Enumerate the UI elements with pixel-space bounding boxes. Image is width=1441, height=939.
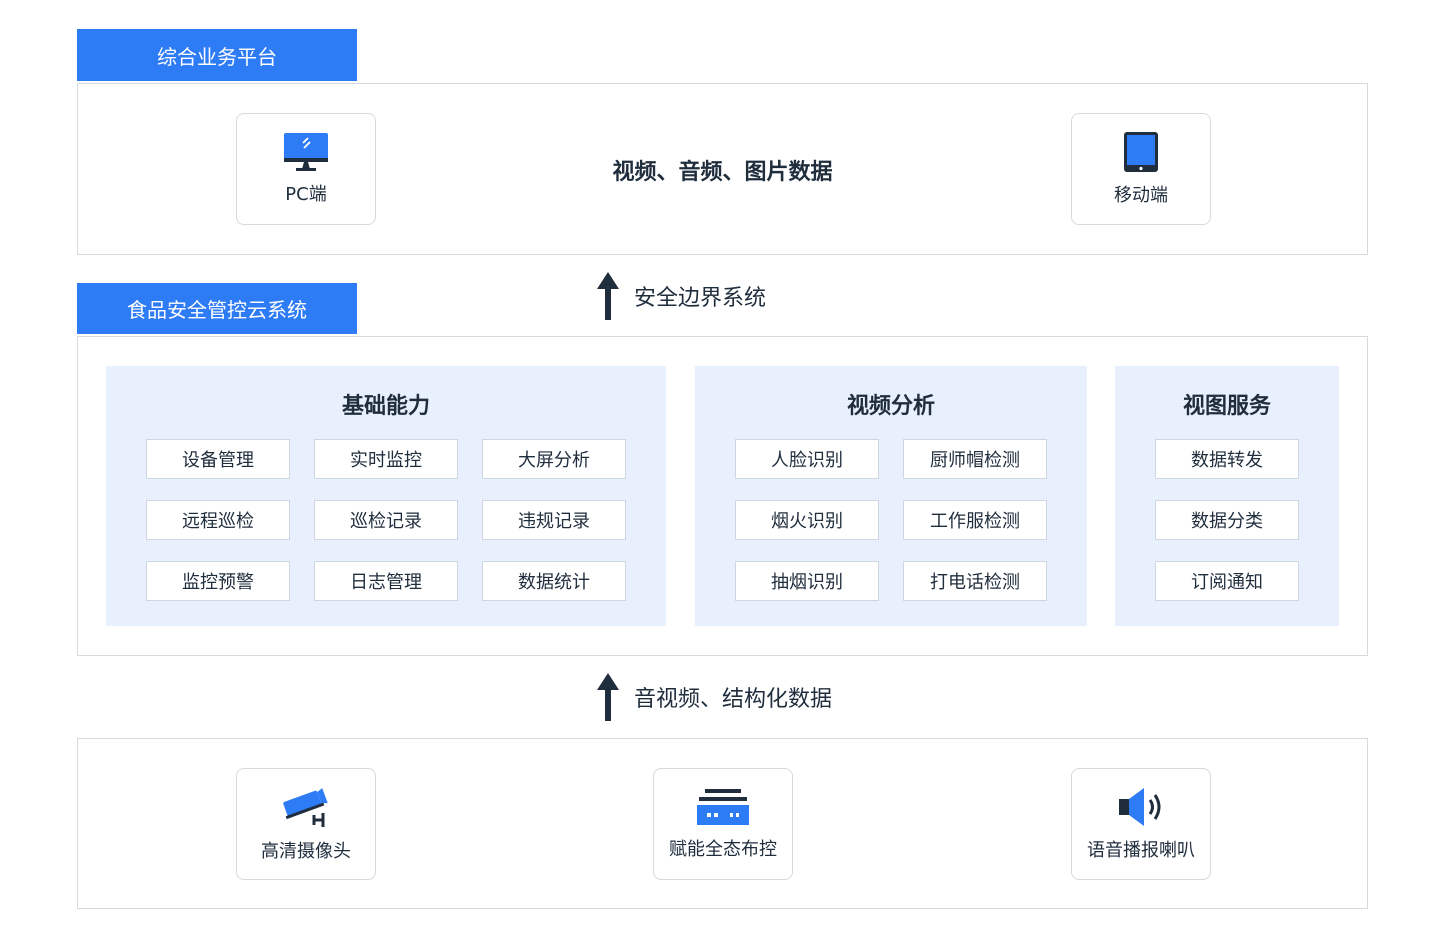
platform-tab-label: 综合业务平台 <box>157 44 277 69</box>
group-title: 基础能力 <box>341 394 430 419</box>
camera-icon <box>283 788 328 827</box>
up-arrow-icon <box>597 673 619 721</box>
capability-item: 数据转发 <box>1155 439 1299 479</box>
capability-item: 巡检记录 <box>314 500 458 540</box>
speaker-card: 语音播报喇叭 <box>1071 768 1211 880</box>
capability-item: 工作服检测 <box>903 500 1047 540</box>
capability-item: 打电话检测 <box>903 561 1047 601</box>
capability-item: 烟火识别 <box>735 500 879 540</box>
flow-label: 安全边界系统 <box>634 286 767 311</box>
platform-tab: 综合业务平台 <box>77 29 357 81</box>
edge-box-label: 赋能全态布控 <box>669 839 777 860</box>
camera-card: 高清摄像头 <box>236 768 376 880</box>
capability-item: 设备管理 <box>146 439 290 479</box>
camera-label: 高清摄像头 <box>261 841 351 862</box>
edge-box-icon <box>697 789 749 825</box>
edge-box-card: 赋能全态布控 <box>653 768 793 880</box>
device-panel: 高清摄像头 赋能全态布控 语音播报喇叭 <box>77 738 1368 909</box>
group-title: 视频分析 <box>846 394 935 419</box>
speaker-label: 语音播报喇叭 <box>1087 840 1195 861</box>
capability-item: 日志管理 <box>314 561 458 601</box>
capability-item: 远程巡检 <box>146 500 290 540</box>
pc-card: PC端 <box>236 113 376 225</box>
capability-item: 抽烟识别 <box>735 561 879 601</box>
capability-item: 订阅通知 <box>1155 561 1299 601</box>
capability-item: 数据分类 <box>1155 500 1299 540</box>
capability-item: 人脸识别 <box>735 439 879 479</box>
data-types-text: 视频、音频、图片数据 <box>612 160 833 185</box>
flow-av-structured-data: 音视频、结构化数据 <box>596 672 832 722</box>
cloud-system-tab: 食品安全管控云系统 <box>77 283 357 334</box>
group-video-analysis: 视频分析 人脸识别 厨师帽检测 烟火识别 工作服检测 抽烟识别 打电话检测 <box>695 366 1087 626</box>
group-title: 视图服务 <box>1182 394 1271 419</box>
mobile-card: 移动端 <box>1071 113 1211 225</box>
capability-item: 数据统计 <box>482 561 626 601</box>
speaker-icon <box>1119 788 1161 826</box>
flow-label: 音视频、结构化数据 <box>634 687 833 712</box>
monitor-icon <box>284 133 328 171</box>
capability-item: 厨师帽检测 <box>903 439 1047 479</box>
group-basic-capability: 基础能力 设备管理 实时监控 大屏分析 远程巡检 巡检记录 违规记录 监控预警 … <box>106 366 666 626</box>
flow-security-boundary: 安全边界系统 <box>596 271 766 321</box>
capability-item: 违规记录 <box>482 500 626 540</box>
cloud-system-tab-label: 食品安全管控云系统 <box>127 298 307 322</box>
capability-item: 大屏分析 <box>482 439 626 479</box>
capability-item: 监控预警 <box>146 561 290 601</box>
group-view-service: 视图服务 数据转发 数据分类 订阅通知 <box>1115 366 1339 626</box>
mobile-label: 移动端 <box>1114 185 1168 206</box>
capability-item: 实时监控 <box>314 439 458 479</box>
tablet-icon <box>1124 132 1158 172</box>
platform-panel: PC端 视频、音频、图片数据 移动端 <box>77 83 1368 255</box>
pc-label: PC端 <box>285 184 327 205</box>
up-arrow-icon <box>597 272 619 320</box>
